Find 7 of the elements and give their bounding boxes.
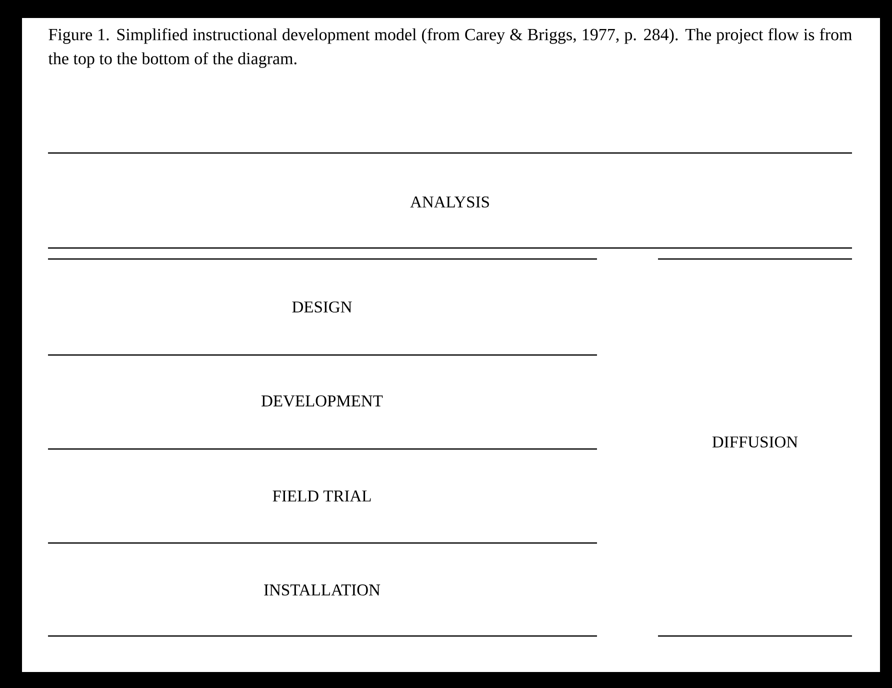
stage-label: FIELD TRIAL [272, 490, 371, 502]
caption: Figure 1. Simplified instructional development model (from Carey & Briggs, 1977, p. 284). The project flow is from the top to the bottom of the diagram. [48, 28, 852, 68]
stage-label: DESIGN [292, 301, 352, 313]
stage-label: ANALYSIS [410, 196, 489, 208]
stage-label: DIFFUSION [712, 436, 798, 448]
stage-label: INSTALLATION [264, 584, 380, 596]
stage-label: DEVELOPMENT [262, 395, 383, 407]
